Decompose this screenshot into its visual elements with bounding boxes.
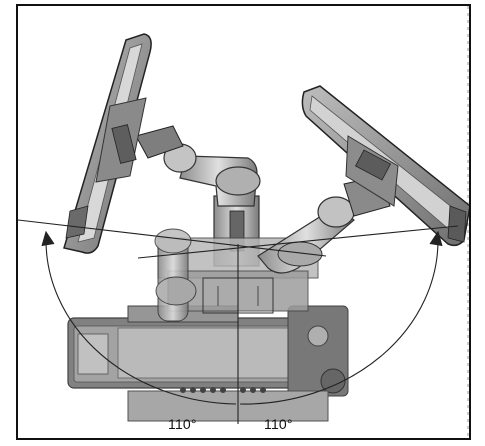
- right-monitor: [301, 85, 469, 247]
- angle-label-left: 110°: [168, 416, 197, 432]
- rotation-reference-lines: [18, 219, 459, 424]
- left-articulated-arm: [135, 125, 261, 207]
- rotation-arc-right: [239, 237, 439, 405]
- left-monitor: [63, 33, 152, 254]
- diagram-frame: 110° 110°: [16, 4, 471, 440]
- monitor-rotation-diagram: [18, 6, 469, 438]
- camera-body: [67, 305, 349, 422]
- rotation-arc-left: [45, 237, 237, 405]
- angle-label-right: 110°: [264, 416, 293, 432]
- arc-arrowhead-right: [429, 230, 443, 247]
- right-reference-line: [137, 225, 459, 259]
- left-reference-line: [18, 219, 327, 257]
- arc-arrowhead-left: [41, 230, 55, 247]
- left-lower-arm: [154, 228, 197, 322]
- rotation-arc: [41, 230, 443, 405]
